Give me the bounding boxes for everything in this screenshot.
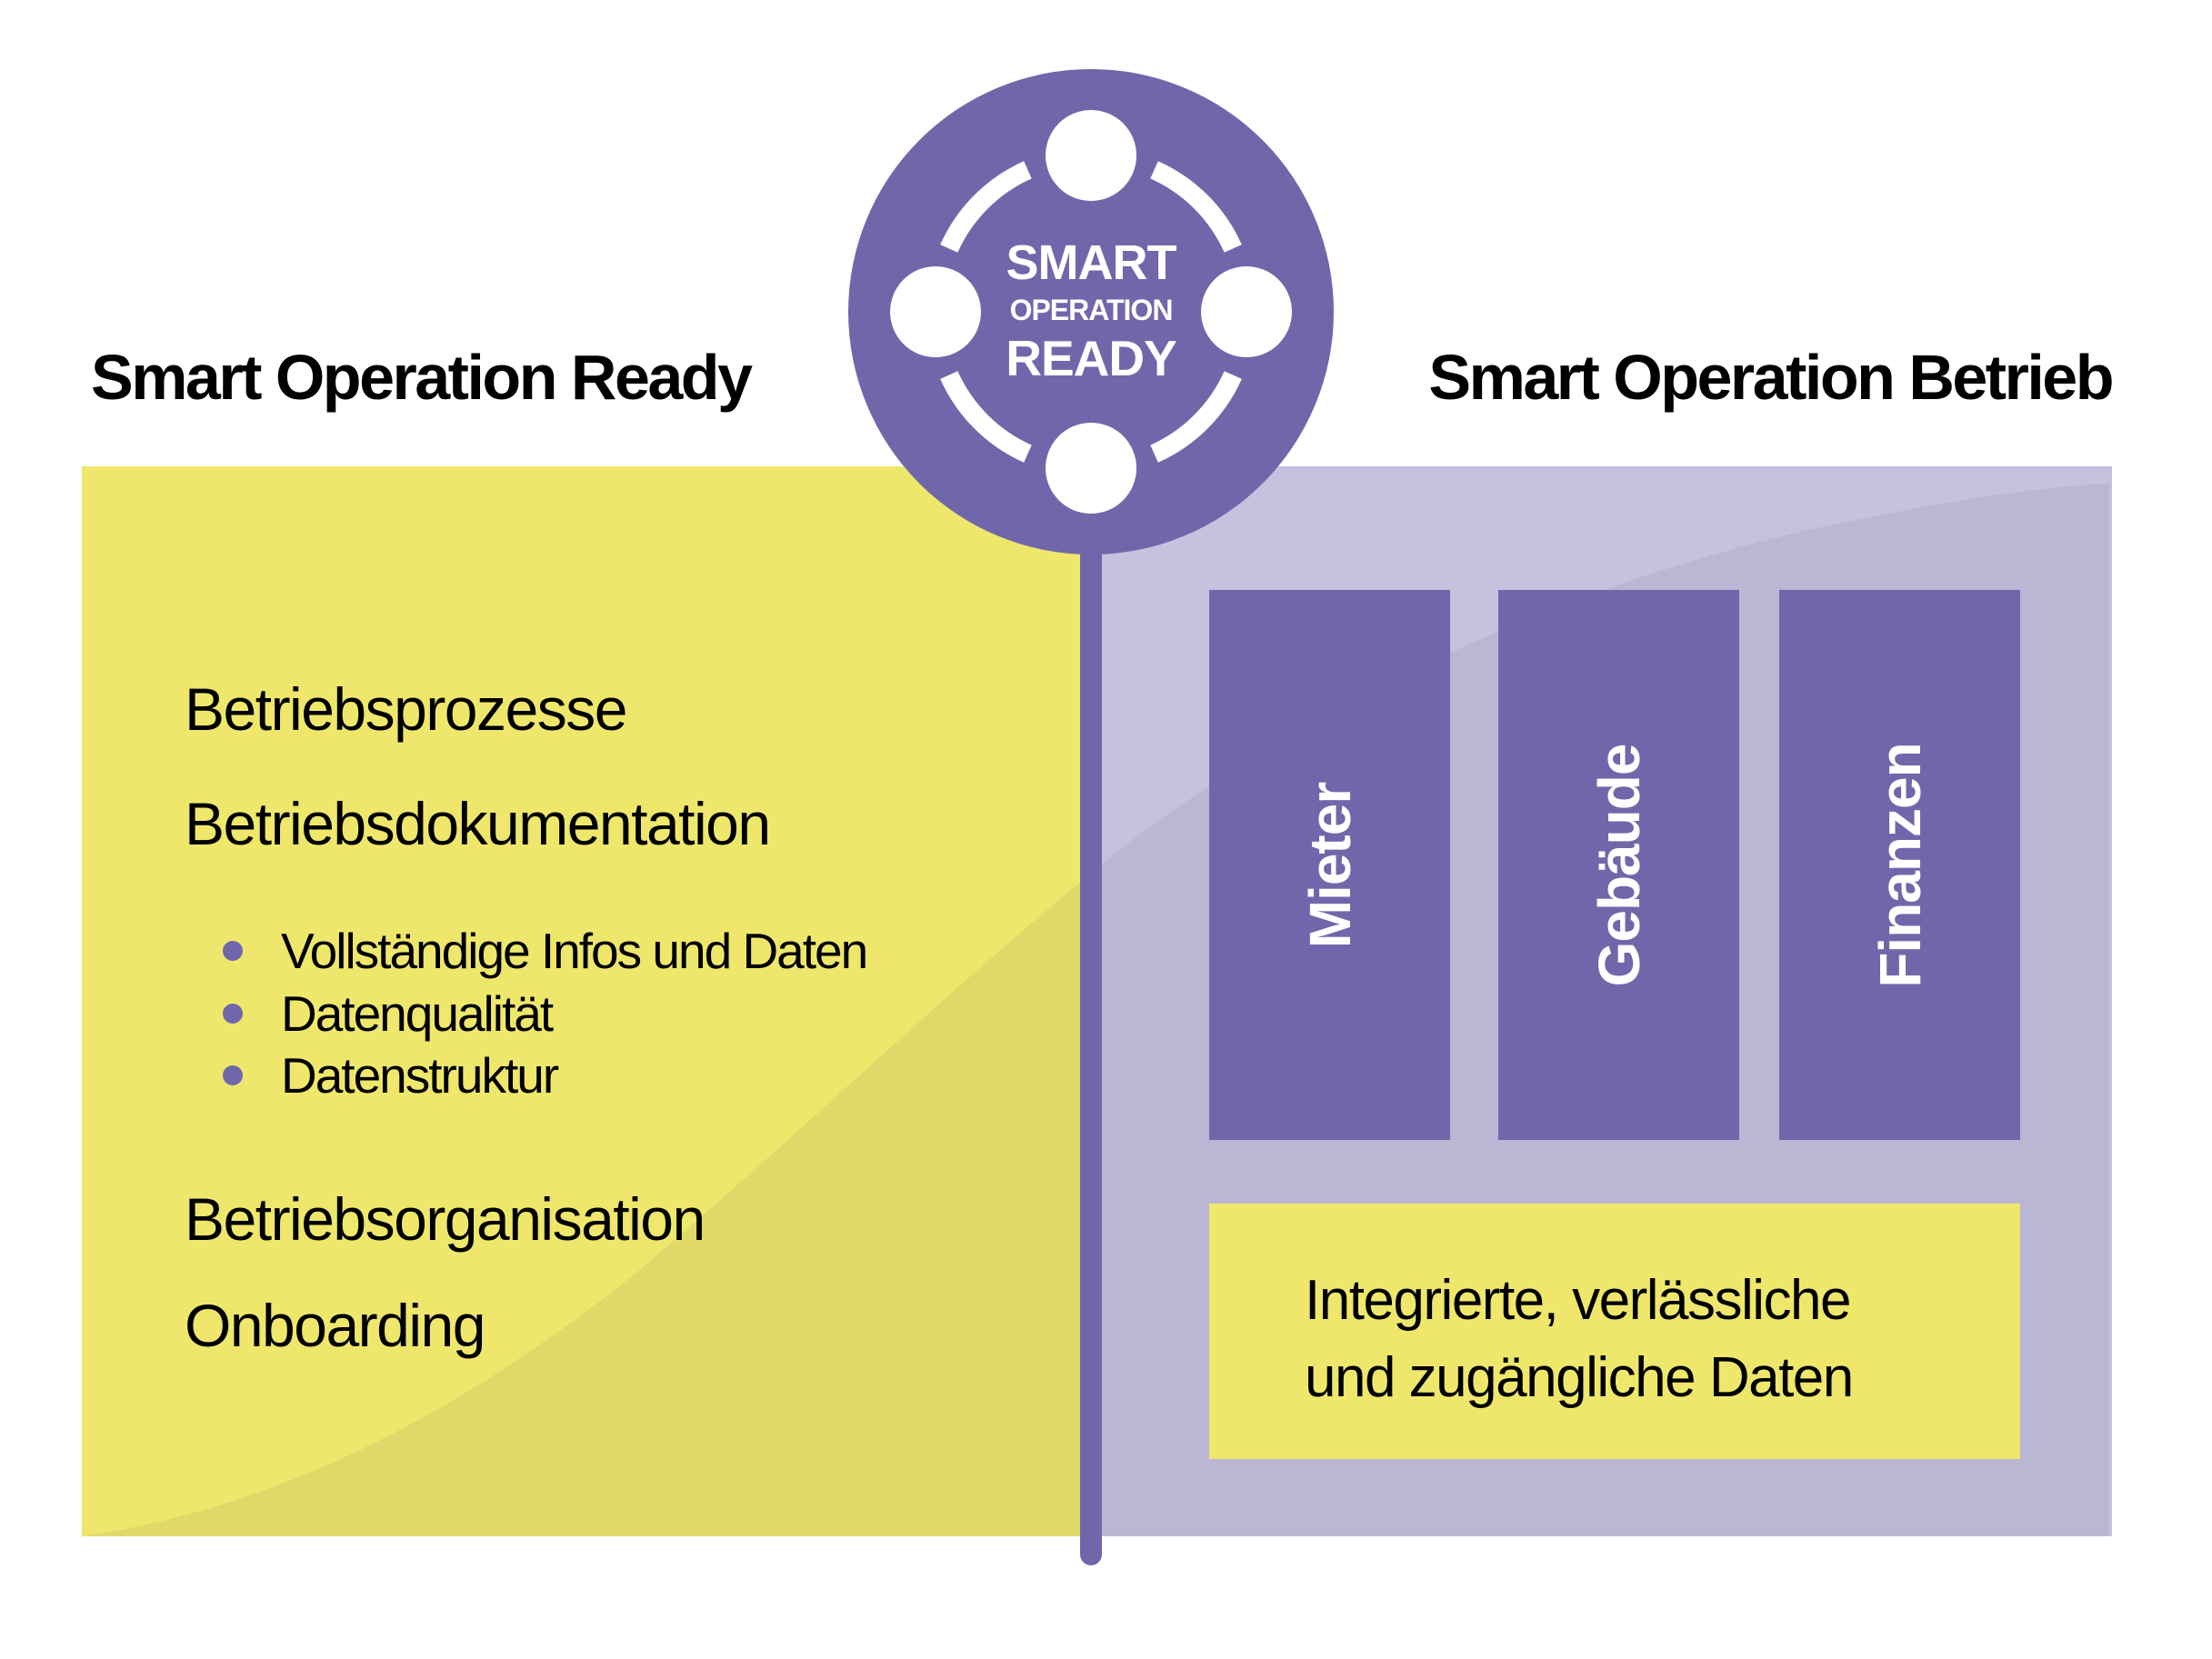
data-box-line: und zugängliche Daten: [1305, 1346, 1854, 1409]
item-betriebsdokumentation: Betriebsdokumentation: [185, 790, 771, 857]
logo-text-ready: READY: [1006, 330, 1177, 386]
item-betriebsprozesse: Betriebsprozesse: [185, 675, 627, 743]
logo-text-operation: OPERATION: [1009, 294, 1174, 326]
integrated-data-text: Integrierte, verlässliche und zugänglich…: [1305, 1262, 1854, 1416]
bullet-dot-icon: [223, 1004, 243, 1024]
ready-panel: [82, 466, 1091, 1536]
item-betriebsorganisation: Betriebsorganisation: [185, 1185, 706, 1253]
bullet-text: Datenqualität: [281, 984, 554, 1042]
card-mieter: Mieter: [1209, 590, 1450, 1140]
integrated-data-box: Integrierte, verlässliche und zugänglich…: [1209, 1204, 2020, 1459]
data-box-line: Integrierte, verlässliche: [1305, 1269, 1851, 1332]
cycle-arc: [940, 371, 1032, 463]
bullet-item: Vollständige Infos und Daten: [223, 922, 868, 979]
card-label: Gebäude: [1586, 744, 1652, 986]
logo-text-smart: SMART: [1006, 235, 1177, 290]
bullet-dot-icon: [223, 941, 243, 961]
bullet-text: Datenstruktur: [281, 1046, 559, 1104]
card-gebaeude: Gebäude: [1498, 590, 1739, 1140]
item-onboarding: Onboarding: [185, 1292, 485, 1359]
right-heading: Smart Operation Betrieb: [1428, 342, 2114, 413]
cycle-arc: [1150, 371, 1242, 463]
card-finanzen: Finanzen: [1779, 590, 2020, 1140]
bullet-text: Vollständige Infos und Daten: [281, 922, 868, 979]
bullet-dot-icon: [223, 1065, 243, 1085]
bullet-item: Datenqualität: [223, 984, 554, 1042]
card-label: Mieter: [1296, 782, 1363, 948]
card-label: Finanzen: [1867, 742, 1933, 988]
left-heading: Smart Operation Ready: [91, 342, 753, 413]
cycle-node-top-icon: [1046, 110, 1136, 201]
bullet-item: Datenstruktur: [223, 1046, 559, 1104]
